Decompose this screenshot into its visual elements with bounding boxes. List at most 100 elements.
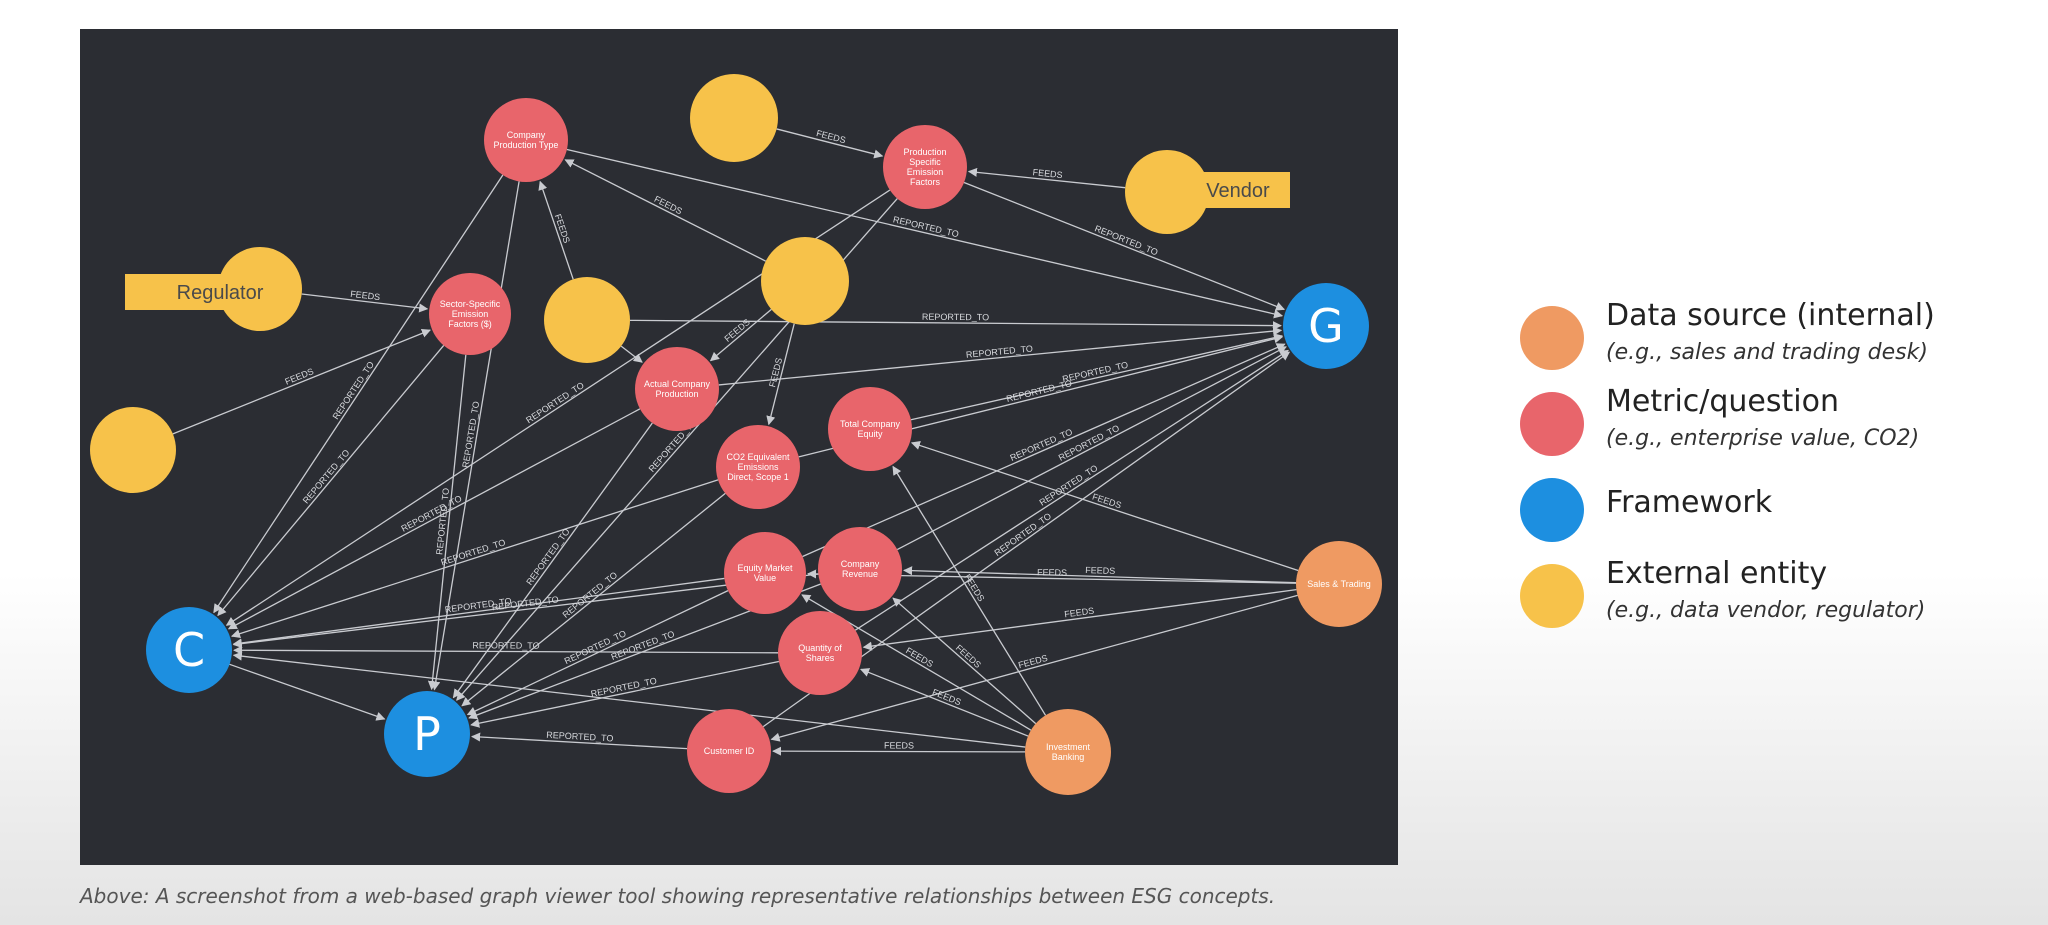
legend-title: Framework — [1606, 485, 1773, 520]
node-tag-label: Vendor — [1206, 180, 1270, 202]
edge-ext_center-to-co2 — [766, 323, 795, 426]
framework-letter: C — [173, 623, 205, 677]
edge-label: FEEDS — [1085, 565, 1115, 576]
node-G[interactable]: G — [1283, 283, 1369, 369]
node-ext_left[interactable] — [90, 407, 176, 493]
node-circle-P — [384, 691, 470, 777]
edge-label: FEEDS — [350, 289, 381, 302]
edge-sales-to-qos — [862, 589, 1297, 651]
node-tag-label: Regulator — [177, 282, 264, 304]
node-label: Sales & Trading — [1307, 579, 1371, 589]
edge-ext_mid-to-G — [629, 319, 1282, 331]
node-circle-ext_top — [690, 74, 778, 162]
framework-letter: G — [1308, 299, 1344, 353]
edge-emv-to-C — [232, 577, 725, 648]
node-label-line: Emission — [452, 309, 489, 319]
node-label-line: Equity Market — [737, 563, 793, 573]
node-circle-tce — [828, 387, 912, 471]
edge-qos-to-G — [854, 349, 1289, 631]
node-label-line: Production — [655, 389, 698, 399]
node-circle-ib — [1025, 709, 1111, 795]
node-label-line: Actual Company — [644, 379, 711, 389]
edge-label: REPORTED_TO — [400, 493, 464, 534]
edge-label: REPORTED_TO — [331, 360, 376, 422]
node-P[interactable]: P — [384, 691, 470, 777]
edge-ext_left-to-ssef — [172, 328, 431, 435]
node-label-line: Direct, Scope 1 — [727, 472, 789, 482]
edge-label: REPORTED_TO — [1061, 360, 1129, 385]
edge-label: FEEDS — [1032, 167, 1063, 180]
edge-ext_center-to-acp — [709, 308, 772, 362]
legend-swatch-framework — [1520, 478, 1584, 542]
legend-title: Metric/question — [1606, 384, 1839, 419]
edge-sales-to-tce — [910, 441, 1299, 572]
edge-label: REPORTED_TO — [922, 312, 989, 323]
edge-label: FEEDS — [283, 366, 315, 387]
edge-cid-to-P — [471, 732, 688, 750]
edge-ib-to-qos — [860, 668, 1029, 737]
edge-label: FEEDS — [1064, 606, 1095, 620]
node-sales[interactable]: Sales & Trading — [1296, 541, 1382, 627]
edge-label: FEEDS — [653, 194, 684, 216]
node-circle-regulator — [218, 247, 302, 331]
node-label-line: Customer ID — [704, 746, 755, 756]
node-label-line: Value — [754, 573, 776, 583]
node-label-line: Sector-Specific — [440, 299, 501, 309]
node-circle-cid — [687, 709, 771, 793]
node-regulator[interactable]: Regulator — [125, 247, 302, 331]
legend-subtitle: (e.g., sales and trading desk) — [1606, 340, 1928, 365]
edge-label: REPORTED_TO — [993, 511, 1054, 558]
node-circle-C — [146, 607, 232, 693]
node-C[interactable]: C — [146, 607, 232, 693]
node-ext_top[interactable] — [690, 74, 778, 162]
node-ext_center[interactable] — [761, 237, 849, 325]
edge-regulator-to-ssef — [301, 293, 429, 313]
legend-subtitle: (e.g., enterprise value, CO2) — [1606, 426, 1920, 451]
legend-subtitle: (e.g., data vendor, regulator) — [1606, 598, 1926, 623]
edge-qos-to-P — [470, 660, 779, 728]
edge-co2-to-P — [461, 492, 726, 707]
edge-emv-to-P — [466, 590, 729, 716]
edge-label: FEEDS — [884, 740, 914, 750]
edge-tce-to-G — [910, 333, 1283, 421]
node-ext_mid[interactable] — [544, 277, 630, 363]
edge-sales-to-cid — [770, 594, 1298, 742]
edge-co2-to-C — [230, 479, 719, 639]
node-circle-qos — [778, 611, 862, 695]
legend-swatch-external — [1520, 564, 1584, 628]
node-circle-co2 — [716, 425, 800, 509]
node-label-line: Emissions — [737, 462, 779, 472]
legend-swatch-data-source — [1520, 306, 1584, 370]
edge-acp-to-C — [227, 408, 641, 630]
node-circle-vendor — [1125, 150, 1209, 234]
edge-label: REPORTED_TO — [460, 401, 481, 469]
edge-ib-to-tce — [892, 465, 1047, 716]
node-cid[interactable]: Customer ID — [687, 709, 771, 793]
edge-C-to-P — [229, 663, 386, 721]
edge-cpt-to-C — [213, 174, 504, 614]
node-label-line: Specific — [909, 157, 941, 167]
legend: Data source (internal) (e.g., sales and … — [1520, 296, 2040, 640]
node-vendor[interactable]: Vendor — [1125, 150, 1290, 234]
edge-label: REPORTED_TO — [590, 676, 658, 699]
node-label-line: Sales & Trading — [1307, 579, 1371, 589]
legend-item-metric: Metric/question (e.g., enterprise value,… — [1520, 382, 2040, 468]
